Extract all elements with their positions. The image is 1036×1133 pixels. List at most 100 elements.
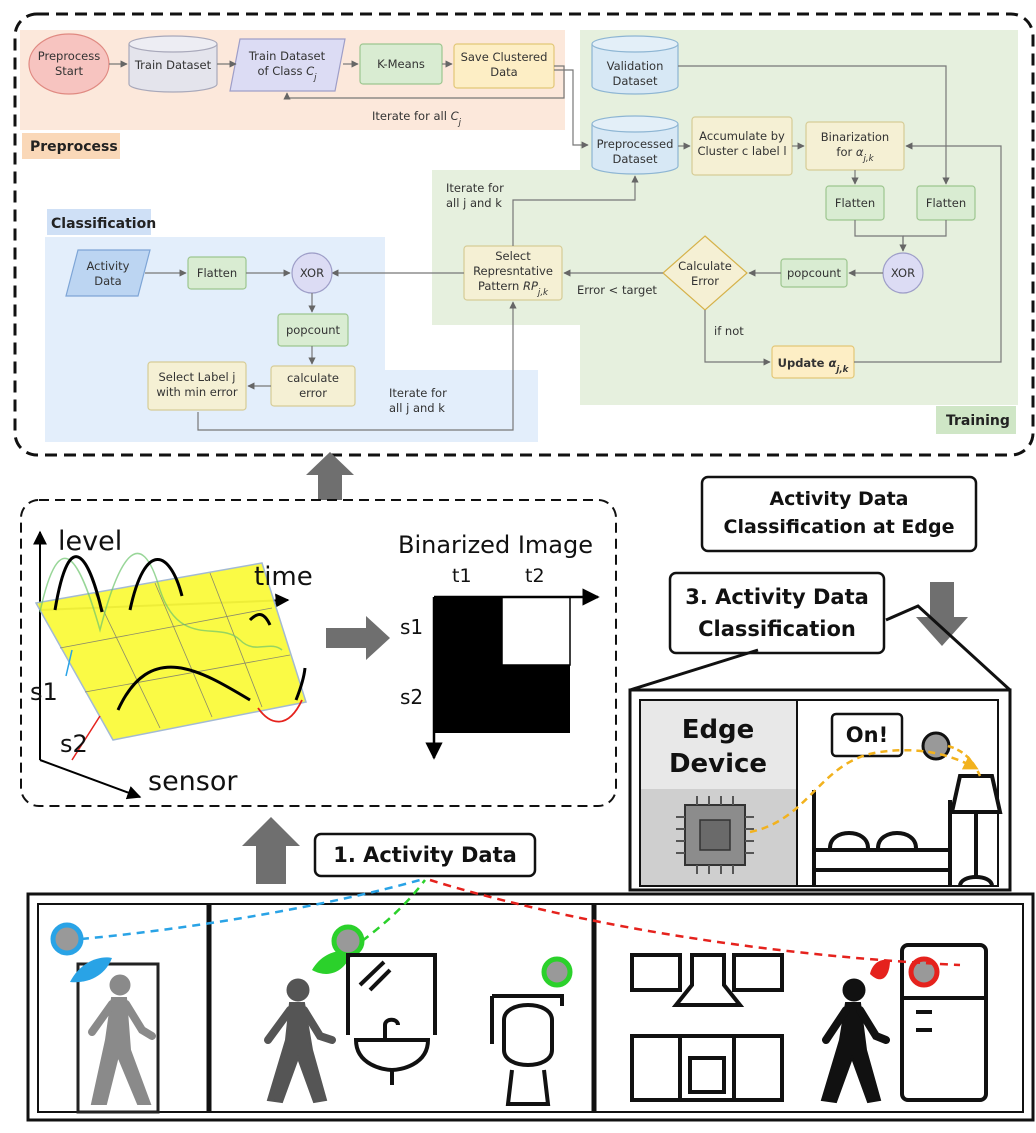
cell-s1-t2: [501, 596, 571, 666]
training-label: Training: [946, 413, 1010, 429]
binarized-image-title: Binarized Image: [398, 531, 593, 559]
node-training-popcount: popcount: [780, 258, 848, 288]
chip-icon: [676, 796, 754, 874]
node-train-dataset: Train Dataset: [128, 35, 218, 93]
lamp-icon: [949, 774, 1003, 887]
house-upper-floor: [628, 604, 1012, 892]
right-arrow-binarize: [326, 616, 390, 660]
axis-time-label: time: [254, 562, 313, 592]
edge-label-error-target: Error < target: [577, 283, 657, 297]
row-s2-label: s2: [400, 685, 423, 709]
kitchen: [630, 943, 988, 1104]
classification-edges: [145, 269, 316, 390]
cell-s2-t1: [434, 665, 502, 733]
bathroom: [264, 924, 573, 1106]
preprocess-label-box: [22, 133, 120, 159]
svg-text:popcount: popcount: [787, 266, 842, 280]
toilet-sensor-icon: [541, 956, 573, 988]
svg-text:K-Means: K-Means: [377, 57, 425, 71]
training-label-box: [936, 406, 1016, 434]
node-flatten-right: Flatten: [916, 185, 976, 221]
preprocess-edges: [109, 60, 589, 149]
svg-text:XOR: XOR: [300, 266, 324, 280]
up-arrow-to-binarization: [242, 817, 300, 884]
sensor-s2-label: s2: [60, 730, 88, 758]
svg-text:On!: On!: [846, 723, 888, 747]
walking-person-icon: [88, 974, 156, 1105]
door-sensor-icon: [50, 922, 84, 956]
binarized-image: Binarized Image t1 t2 s1 s2: [398, 531, 600, 760]
svg-text:Train Dataset: Train Dataset: [134, 58, 212, 72]
walking-person-icon-kitchen: [820, 978, 890, 1104]
sink-sensor-icon: [331, 924, 365, 958]
axis-level-label: level: [58, 526, 122, 557]
svg-text:1. Activity Data: 1. Activity Data: [333, 843, 517, 867]
door-signal-icon: [70, 957, 112, 983]
node-kmeans: K-Means: [359, 43, 443, 85]
lamp-signal-path: [947, 744, 982, 777]
kitchen-cabinets-icon: [630, 953, 784, 1102]
sink-mirror-icon: [346, 953, 437, 1085]
door-icon: [76, 962, 160, 1114]
binarization-panel: [20, 499, 617, 807]
control-signal-path: [749, 748, 979, 834]
edge-label-if-not: if not: [714, 324, 744, 338]
row-s1-label: s1: [400, 615, 423, 639]
svg-text:Flatten: Flatten: [835, 196, 875, 210]
fridge-sensor-icon: [908, 956, 940, 988]
axis-sensor-label: sensor: [148, 766, 238, 797]
cell-s1-t1: [434, 597, 502, 665]
node-classification-flatten: Flatten: [187, 256, 247, 290]
svg-text:XOR: XOR: [891, 266, 915, 280]
callout-activity-data: 1. Activity Data: [313, 832, 537, 878]
sensor-s1-label: s1: [30, 678, 58, 706]
sensor-signal-lines: [80, 878, 961, 967]
svg-text:Flatten: Flatten: [926, 196, 966, 210]
threshold-plane: [34, 562, 307, 741]
entrance-room: [50, 922, 160, 1114]
node-classification-xor: XOR: [291, 252, 333, 294]
house-lower-floor: [26, 892, 1035, 1122]
toilet-icon: [490, 994, 564, 1106]
node-update-alpha: Update αj,k: [771, 345, 855, 379]
svg-text:popcount: popcount: [286, 323, 341, 337]
column-t1-label: t1: [452, 565, 472, 587]
classification-label-box: [47, 209, 151, 235]
cell-s2-t2: [502, 665, 570, 733]
sink-signal-icon: [312, 950, 352, 974]
preprocess-label: Preprocess: [30, 139, 118, 155]
column-t2-label: t2: [525, 565, 545, 587]
node-flatten-left: Flatten: [825, 185, 885, 221]
sensor-plot: level time sensor s1 s2: [30, 526, 313, 800]
lamp-on-label: On!: [830, 712, 904, 758]
down-arrow-to-house: [916, 582, 968, 646]
flowchart-frame: [13, 12, 1035, 457]
bed-icon: [812, 790, 952, 886]
